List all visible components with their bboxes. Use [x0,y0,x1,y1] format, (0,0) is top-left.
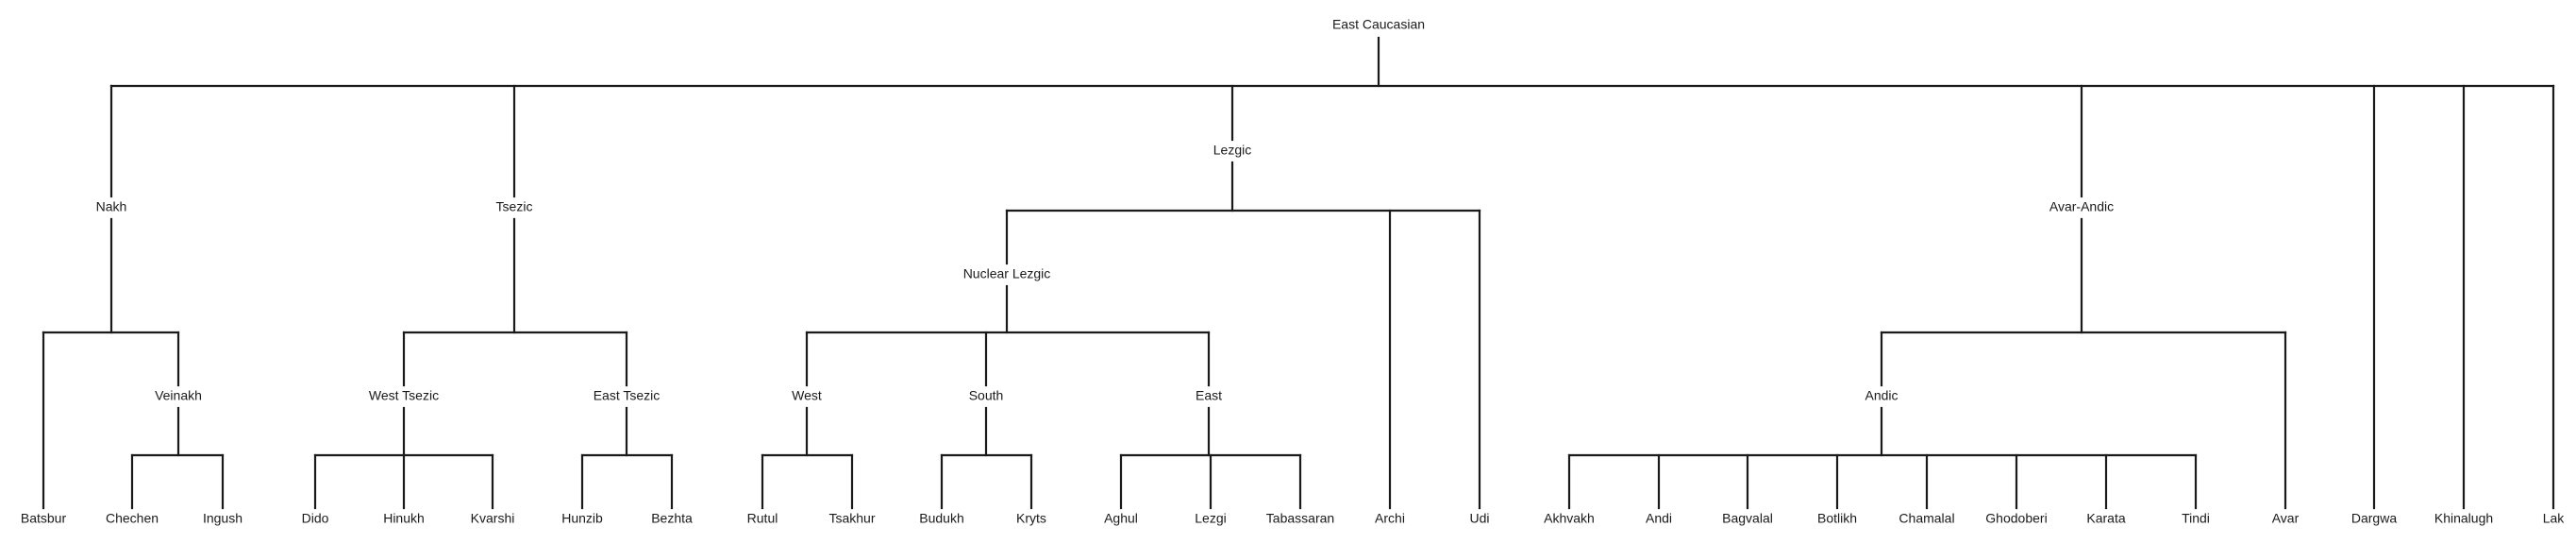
node-west-tsezic: West Tsezic [369,388,439,403]
node-east: East [1196,388,1222,403]
leaf-kvarshi: Kvarshi [471,511,515,526]
node-andic: Andic [1865,388,1898,403]
leaf-tindi: Tindi [2182,511,2210,526]
leaf-karata: Karata [2086,511,2125,526]
leaf-archi: Archi [1375,511,1405,526]
leaf-chechen: Chechen [106,511,159,526]
tree-edges [42,36,2555,510]
leaf-hinukh: Hinukh [383,511,425,526]
leaf-bagvalal: Bagvalal [1722,511,1773,526]
node-east-tsezic: East Tsezic [594,388,661,403]
node-east-caucasian: East Caucasian [1332,17,1425,32]
leaf-avar: Avar [2272,511,2300,526]
leaf-ghodoberi: Ghodoberi [1985,511,2047,526]
leaf-botlikh: Botlikh [1817,511,1857,526]
leaf-udi: Udi [1469,511,1489,526]
node-lezgic: Lezgic [1213,143,1251,158]
leaf-kryts: Kryts [1016,511,1046,526]
leaf-lak: Lak [2543,511,2566,526]
leaf-dido: Dido [302,511,329,526]
leaf-ingush: Ingush [203,511,243,526]
node-nuclear-lezgic: Nuclear Lezgic [963,266,1051,281]
leaf-chamalal: Chamalal [1899,511,1954,526]
leaf-rutul: Rutul [747,511,778,526]
leaf-hunzib: Hunzib [561,511,603,526]
leaf-tsakhur: Tsakhur [828,511,875,526]
leaf-bezhta: Bezhta [651,511,693,526]
node-west: West [792,388,822,403]
node-tsezic: Tsezic [496,199,533,214]
leaf-batsbur: Batsbur [21,511,67,526]
leaf-akhvakh: Akhvakh [1544,511,1595,526]
leaf-andi: Andi [1646,511,1672,526]
node-south: South [969,388,1004,403]
node-avar-andic: Avar-Andic [2049,199,2114,214]
leaf-aghul: Aghul [1104,511,1138,526]
leaf-dargwa: Dargwa [2351,511,2397,526]
leaf-lezgi: Lezgi [1195,511,1226,526]
leaf-khinalugh: Khinalugh [2434,511,2493,526]
leaf-tabassaran: Tabassaran [1266,511,1334,526]
node-veinakh: Veinakh [155,388,202,403]
node-nakh: Nakh [96,199,127,214]
leaf-budukh: Budukh [919,511,963,526]
